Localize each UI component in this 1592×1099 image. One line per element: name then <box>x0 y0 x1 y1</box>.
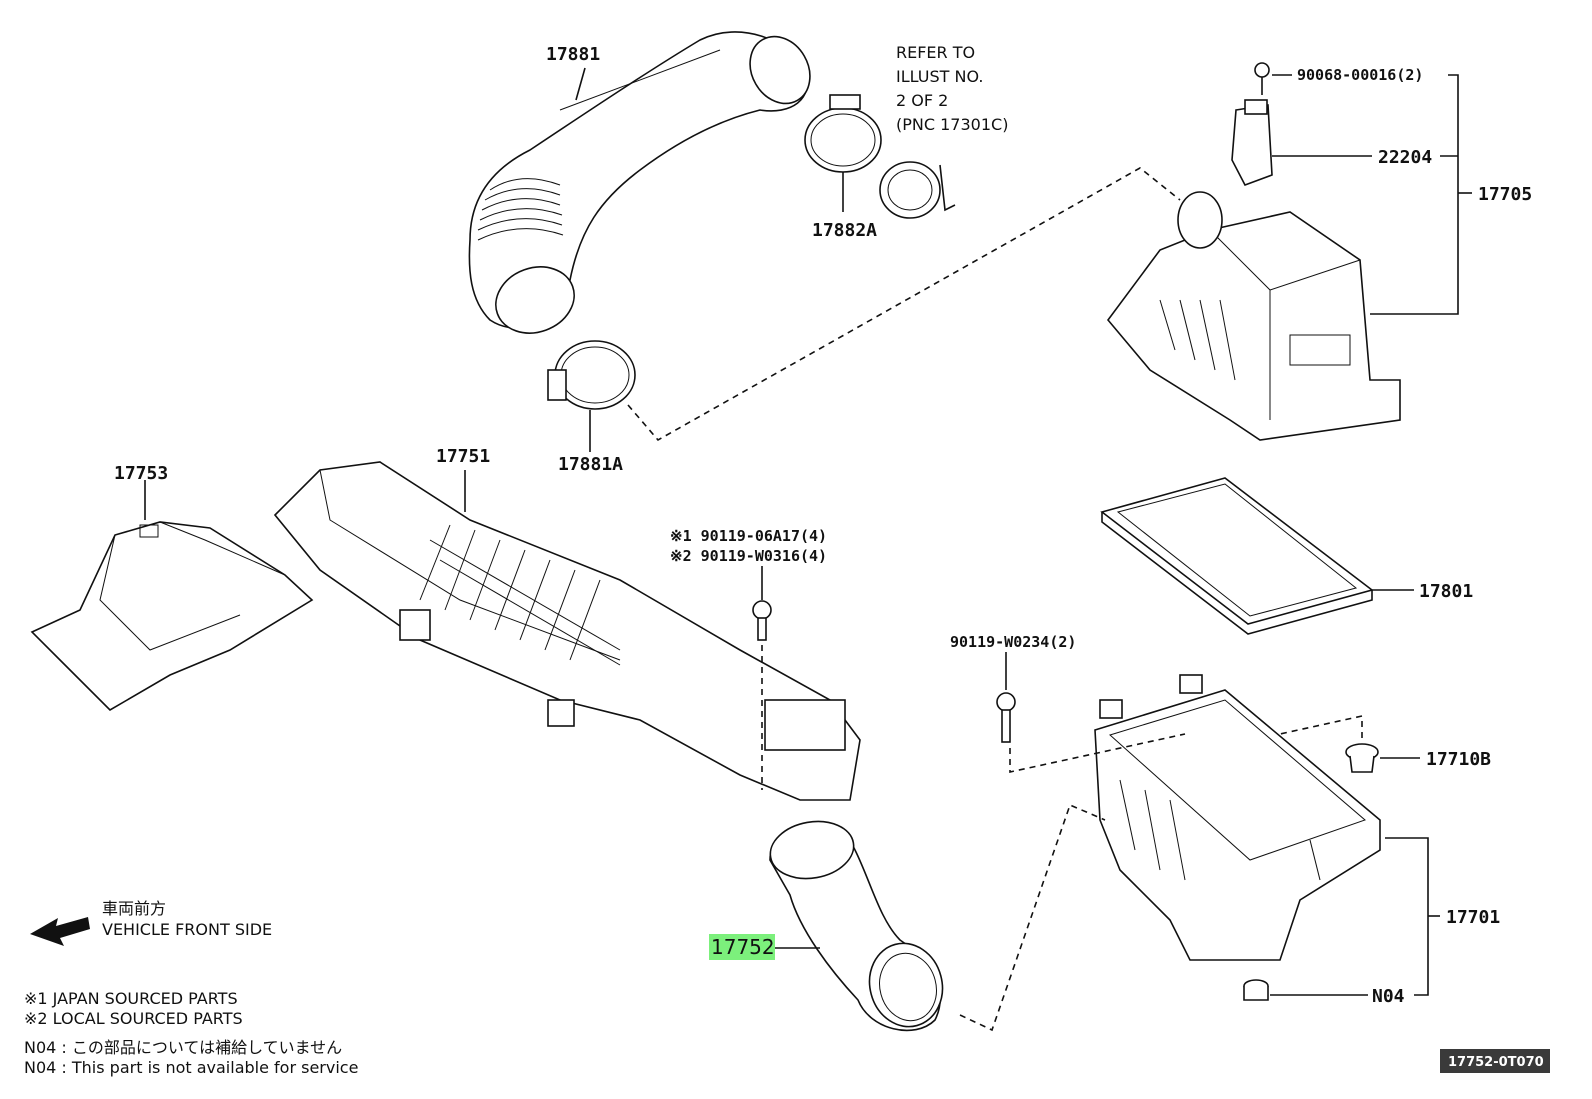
air-inlet-17753[interactable] <box>30 521 314 712</box>
label-17881: 17881 <box>546 44 600 65</box>
legend-line4: N04 : This part is not available for ser… <box>24 1058 358 1077</box>
grommet-17710B[interactable] <box>1345 743 1379 773</box>
legend-line3: N04 : この部品については補給していません <box>24 1038 342 1057</box>
label-17801: 17801 <box>1419 581 1473 602</box>
reference-sleeve <box>879 161 956 219</box>
footer-code: 17752-0T070 <box>1448 1055 1544 1070</box>
label-17752[interactable]: 17752 <box>711 935 775 959</box>
label-17701: 17701 <box>1446 907 1500 928</box>
hose-clamp-17881A[interactable] <box>547 340 636 410</box>
direction-en: VEHICLE FRONT SIDE <box>102 920 272 939</box>
refer-note-line4: (PNC 17301C) <box>896 115 1008 134</box>
legend-line1: ※1 JAPAN SOURCED PARTS <box>24 989 238 1008</box>
screw-90068[interactable] <box>1254 62 1270 95</box>
label-90068: 90068-00016(2) <box>1297 66 1423 84</box>
footer-code-badge <box>1440 1049 1550 1073</box>
air-cleaner-cap-17705[interactable] <box>1106 191 1401 441</box>
bolt-90119-W0234[interactable] <box>996 692 1016 743</box>
refer-note-line3: 2 OF 2 <box>896 91 948 110</box>
refer-note-line2: ILLUST NO. <box>896 67 983 86</box>
label-17881A: 17881A <box>558 454 623 475</box>
label-N04: N04 <box>1372 986 1405 1007</box>
refer-note-line1: REFER TO <box>896 43 975 62</box>
label-22204: 22204 <box>1378 147 1432 168</box>
bolt-90119-06A17[interactable] <box>752 600 772 641</box>
label-17710B: 17710B <box>1426 749 1491 770</box>
label-17753: 17753 <box>114 463 168 484</box>
highlight-17752 <box>709 934 775 960</box>
air-filter-element-17801[interactable] <box>1100 477 1374 635</box>
label-17705: 17705 <box>1478 184 1532 205</box>
bolt-note-line1: ※1 90119-06A17(4) <box>670 527 827 545</box>
direction-jp: 車両前方 <box>102 899 166 918</box>
air-cleaner-case-17701[interactable] <box>1094 674 1381 961</box>
legend-line2: ※2 LOCAL SOURCED PARTS <box>24 1009 243 1028</box>
mass-air-flow-sensor-22204[interactable] <box>1231 99 1273 186</box>
label-90119-W0234: 90119-W0234(2) <box>950 633 1076 651</box>
intake-hose-17881[interactable] <box>468 26 821 344</box>
intake-hose-17752[interactable] <box>766 815 952 1035</box>
intake-duct-17751[interactable] <box>273 461 861 801</box>
label-17751: 17751 <box>436 446 490 467</box>
bolt-note-line2: ※2 90119-W0316(4) <box>670 547 827 565</box>
cushion-N04[interactable] <box>1243 979 1269 1001</box>
hose-clamp-17882A[interactable] <box>804 94 882 173</box>
vehicle-front-arrow-icon <box>30 917 90 946</box>
label-17882A: 17882A <box>812 220 877 241</box>
